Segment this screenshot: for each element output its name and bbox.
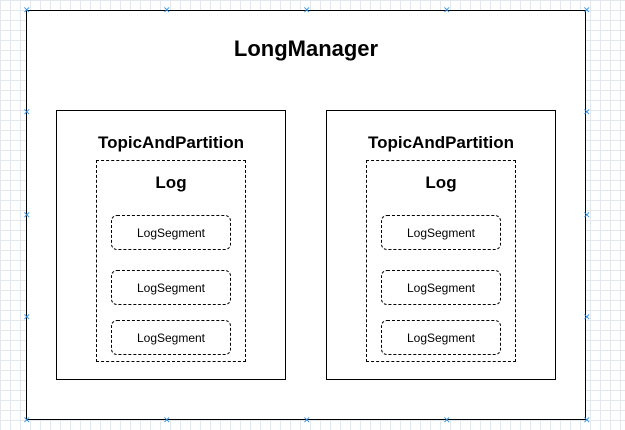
topic-and-partition-box-1[interactable]: TopicAndPartition Log LogSegment LogSegm…: [56, 110, 286, 380]
log-box-1[interactable]: Log LogSegment LogSegment LogSegment: [96, 160, 246, 362]
cross-handle-icon[interactable]: ✕: [443, 415, 451, 425]
cross-handle-icon[interactable]: ✕: [583, 312, 591, 322]
log-segment-box[interactable]: LogSegment: [381, 215, 501, 250]
cross-handle-icon[interactable]: ✕: [443, 5, 451, 15]
cross-handle-icon[interactable]: ✕: [583, 415, 591, 425]
partition-title: TopicAndPartition: [97, 133, 245, 152]
cross-handle-icon[interactable]: ✕: [23, 312, 31, 322]
log-segment-box[interactable]: LogSegment: [111, 215, 231, 250]
log-segment-box[interactable]: LogSegment: [381, 320, 501, 355]
cross-handle-icon[interactable]: ✕: [583, 210, 591, 220]
log-title: Log: [155, 173, 187, 192]
partition-title: TopicAndPartition: [367, 133, 515, 152]
cross-handle-icon[interactable]: ✕: [23, 5, 31, 15]
cross-handle-icon[interactable]: ✕: [163, 415, 171, 425]
cross-handle-icon[interactable]: ✕: [583, 5, 591, 15]
cross-handle-icon[interactable]: ✕: [23, 210, 31, 220]
cross-handle-icon[interactable]: ✕: [23, 415, 31, 425]
topic-and-partition-box-2[interactable]: TopicAndPartition Log LogSegment LogSegm…: [326, 110, 556, 380]
log-segment-box[interactable]: LogSegment: [381, 270, 501, 305]
cross-handle-icon[interactable]: ✕: [303, 5, 311, 15]
cross-handle-icon[interactable]: ✕: [583, 107, 591, 117]
log-box-2[interactable]: Log LogSegment LogSegment LogSegment: [366, 160, 516, 362]
cross-handle-icon[interactable]: ✕: [23, 107, 31, 117]
log-segment-box[interactable]: LogSegment: [111, 320, 231, 355]
diagram-title: LongManager: [233, 36, 379, 61]
cross-handle-icon[interactable]: ✕: [303, 415, 311, 425]
log-title: Log: [425, 173, 457, 192]
cross-handle-icon[interactable]: ✕: [163, 5, 171, 15]
log-segment-box[interactable]: LogSegment: [111, 270, 231, 305]
